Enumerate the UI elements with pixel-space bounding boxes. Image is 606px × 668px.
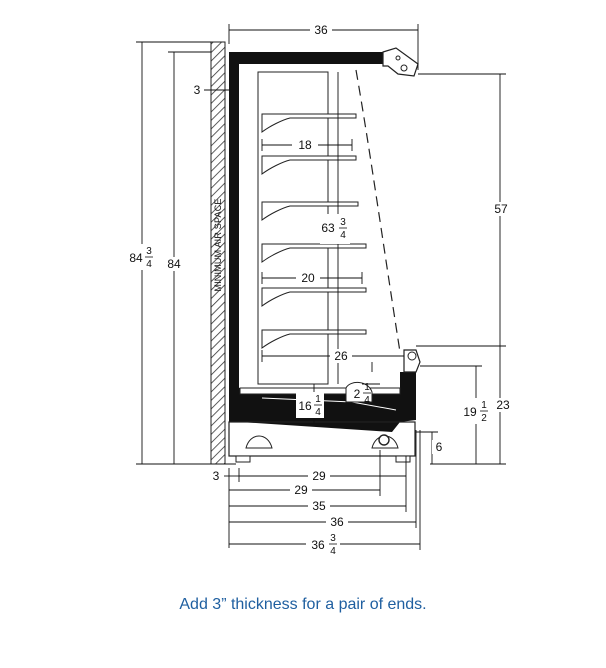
- dim-base-width-a: 29: [312, 469, 326, 483]
- dim-upper-height: 57: [494, 202, 508, 216]
- minimum-air-space-label: MINIMUM AIR SPACE: [213, 198, 223, 291]
- dim-front-height-whole: 19: [463, 405, 477, 419]
- case-elevation-drawing: 36 3 18 63 3 4 20 84 3 4 84 57 26 2 1 4 …: [126, 23, 512, 557]
- dim-overall-height-num: 3: [146, 246, 152, 257]
- dim-width-total-whole: 36: [311, 538, 325, 552]
- dim-interior-height-num: 3: [340, 217, 346, 228]
- dim-overall-height-whole: 84: [129, 251, 143, 265]
- dim-front-height-den: 2: [481, 413, 487, 424]
- dim-width-36: 36: [330, 515, 344, 529]
- air-curtain-line: [355, 69, 401, 353]
- dim-deck-height-num: 1: [315, 394, 321, 405]
- dim-base-depth: 26: [334, 349, 348, 363]
- dim-width-total-num: 3: [330, 533, 336, 544]
- dimension-labels: 36 3 18 63 3 4 20 84 3 4 84 57 26 2 1 4 …: [126, 23, 512, 557]
- dim-overall-height: 84: [167, 257, 181, 271]
- dim-overall-height-den: 4: [146, 259, 152, 270]
- dim-small-den: 4: [364, 395, 370, 406]
- shelves: [261, 113, 367, 349]
- dim-interior-height-whole: 63: [321, 221, 335, 235]
- dim-lower-height: 23: [496, 398, 510, 412]
- dim-shelf-depth-lower: 20: [301, 271, 315, 285]
- dim-shelf-depth-upper: 18: [298, 138, 312, 152]
- dim-bottom-gap: 3: [213, 469, 220, 483]
- dim-deck-height-whole: 16: [298, 399, 312, 413]
- dim-toe-height: 6: [436, 440, 443, 454]
- dim-interior-height-den: 4: [340, 230, 346, 241]
- dim-front-height-num: 1: [481, 400, 487, 411]
- dim-wall-gap: 3: [194, 83, 201, 97]
- dim-base-width-b: 29: [294, 483, 308, 497]
- dim-width-total-den: 4: [330, 546, 336, 557]
- dim-small-num: 1: [364, 382, 370, 393]
- dim-deck-height-den: 4: [315, 407, 321, 418]
- caption-note: Add 3” thickness for a pair of ends.: [179, 596, 427, 613]
- case-body: [228, 47, 421, 463]
- dim-top-width: 36: [314, 23, 328, 37]
- dim-width-35: 35: [312, 499, 326, 513]
- dim-small-whole: 2: [354, 387, 361, 401]
